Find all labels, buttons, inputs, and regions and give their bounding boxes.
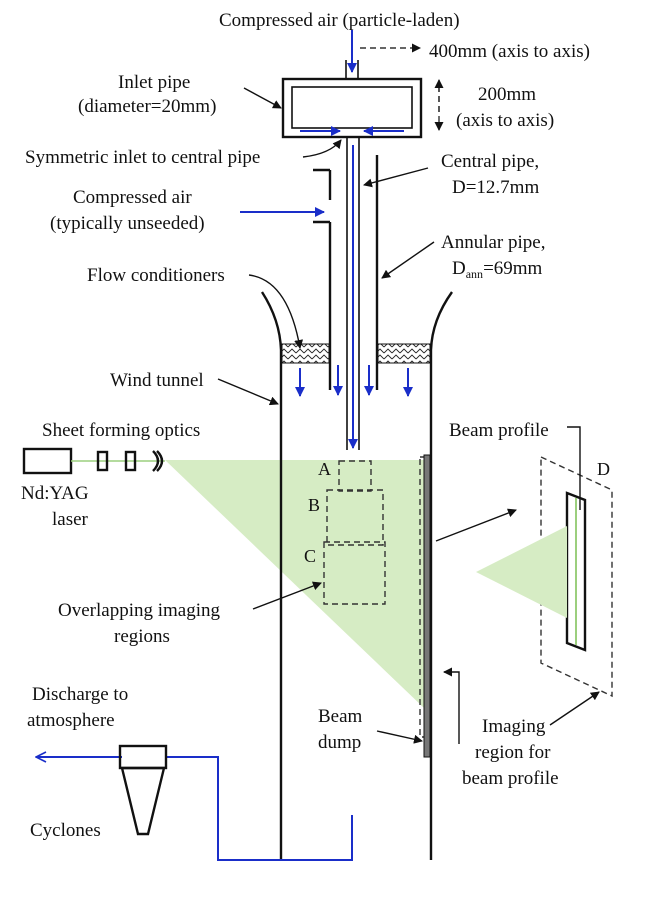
label-imaging-region: Imaging [482,716,546,737]
label-region-c: C [304,546,316,566]
label-cyclones: Cyclones [30,820,101,841]
central-pipe [346,137,360,450]
label-annular-pipe-diameter: Dann=69mm [452,258,543,281]
label-beam-dump: Beam [318,706,363,727]
label-inlet-pipe: Inlet pipe [118,72,190,93]
label-sheet-optics: Sheet forming optics [42,420,200,441]
laser [22,447,73,475]
label-imaging-region-2: region for [475,742,551,763]
discharge-line [36,757,353,861]
label-flow-conditioners: Flow conditioners [87,265,225,286]
leader-lines [217,87,600,744]
inlet-manifold [281,77,423,139]
label-compressed-air: Compressed air [73,187,192,208]
label-200mm-axis: (axis to axis) [456,110,554,131]
beam-dump [423,454,431,758]
label-overlapping-regions: Overlapping imaging [58,600,220,621]
label-symmetric-inlet: Symmetric inlet to central pipe [25,147,260,168]
label-beam-dump-2: dump [318,732,361,753]
flow-conditioner-right [377,343,431,364]
label-annular-pipe: Annular pipe, [441,232,545,253]
label-discharge: Discharge to [32,684,128,705]
label-laser: laser [52,509,89,530]
flow-conditioner-left [281,343,330,364]
imaging-region-a [338,460,372,492]
imaging-region-b [326,489,384,546]
label-compressed-air-laden: Compressed air (particle-laden) [219,10,460,31]
annular-pipe [240,155,379,396]
wind-tunnel [260,291,453,860]
label-inlet-pipe-diameter: (diameter=20mm) [78,96,216,117]
label-region-d: D [597,459,610,479]
light-sheet [165,460,424,708]
label-central-pipe-diameter: D=12.7mm [452,177,539,198]
label-beam-profile: Beam profile [449,420,549,441]
label-400mm: 400mm (axis to axis) [429,41,590,62]
label-imaging-region-3: beam profile [462,768,559,789]
label-laser-type: Nd:YAG [21,483,89,504]
label-region-a: A [318,459,331,479]
label-central-pipe: Central pipe, [441,151,539,172]
label-overlapping-regions-2: regions [114,626,170,647]
label-wind-tunnel: Wind tunnel [110,370,204,391]
compressed-air-inlet-arrow [345,30,359,80]
cyclone [118,744,168,836]
label-200mm: 200mm [478,84,536,105]
label-region-b: B [308,495,320,515]
sheet-forming-optics [71,450,165,472]
label-atmosphere: atmosphere [27,710,115,731]
beam-profile-inset [435,455,613,698]
label-compressed-air-unseeded: (typically unseeded) [50,213,205,234]
imaging-region-c [323,541,386,605]
